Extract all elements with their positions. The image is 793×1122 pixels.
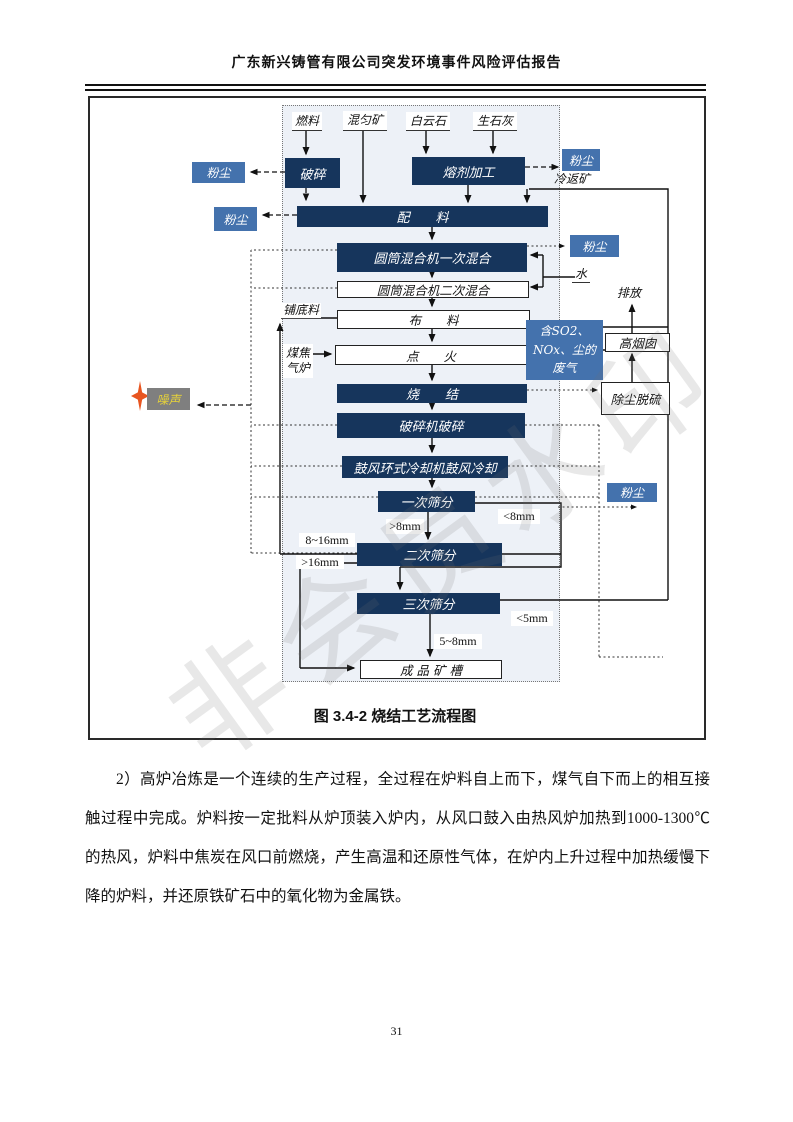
dust-box-right-screening: 粉尘 bbox=[607, 483, 657, 502]
input-dolomite: 白云石 bbox=[406, 112, 450, 131]
process-cooling: 鼓风环式冷却机鼓风冷却 bbox=[342, 456, 508, 478]
process-crush: 破碎 bbox=[285, 158, 340, 188]
cold-return-label: 冷返矿 bbox=[553, 172, 590, 186]
header-divider bbox=[85, 84, 706, 91]
process-screen1: 一次筛分 bbox=[378, 491, 475, 512]
dust-box-right-top: 粉尘 bbox=[562, 149, 600, 171]
process-crusher: 破碎机破碎 bbox=[337, 413, 525, 438]
process-distribute: 布 料 bbox=[337, 310, 530, 329]
process-screen3: 三次筛分 bbox=[357, 593, 500, 614]
process-screen2: 二次筛分 bbox=[357, 543, 502, 566]
body-paragraph: 2）高炉冶炼是一个连续的生产过程，全过程在炉料自上而下，煤气自下而上的相互接触过… bbox=[85, 771, 710, 905]
input-quicklime: 生石灰 bbox=[473, 112, 517, 131]
process-mix1: 圆筒混合机一次混合 bbox=[337, 243, 527, 272]
water-label: 水 bbox=[572, 266, 590, 283]
lt5mm-label: <5mm bbox=[511, 611, 553, 626]
lt8mm-label: <8mm bbox=[498, 509, 540, 524]
noise-box: 噪声 bbox=[147, 388, 190, 410]
hearth-layer-label: 铺底料 bbox=[281, 303, 321, 318]
process-batching: 配 料 bbox=[297, 206, 548, 227]
stack-box: 高烟囱 bbox=[605, 333, 670, 352]
dust-box-left-batching: 粉尘 bbox=[214, 207, 257, 231]
input-fuel: 燃料 bbox=[292, 112, 322, 131]
r5-8mm-label: 5~8mm bbox=[434, 634, 482, 649]
r8-16mm-label: 8~16mm bbox=[299, 533, 355, 547]
waste-gas-line1: 含SO2、 bbox=[539, 324, 590, 339]
input-blended-ore: 混匀矿 bbox=[343, 111, 387, 131]
process-mix2: 圆筒混合机二次混合 bbox=[337, 281, 529, 298]
dust-box-right-mixing: 粉尘 bbox=[570, 235, 619, 257]
gt8mm-label: >8mm bbox=[386, 519, 424, 534]
dust-box-left-top: 粉尘 bbox=[192, 162, 245, 183]
gt16mm-label: >16mm bbox=[296, 555, 344, 569]
desulfurization-box: 除尘脱硫 bbox=[601, 382, 670, 415]
page-number: 31 bbox=[390, 1024, 403, 1038]
figure-caption: 图 3.4-2 烧结工艺流程图 bbox=[313, 708, 477, 725]
process-sinter: 烧 结 bbox=[337, 384, 527, 403]
report-title: 广东新兴铸管有限公司突发环境事件风险评估报告 bbox=[231, 54, 562, 70]
process-flux: 熔剂加工 bbox=[412, 157, 525, 185]
discharge-label: 排放 bbox=[616, 286, 641, 300]
waste-gas-box: 含SO2、 NOx、尘的 废气 bbox=[526, 320, 603, 380]
waste-gas-line3: 废气 bbox=[552, 361, 577, 376]
process-product-bin: 成 品 矿 槽 bbox=[360, 660, 502, 679]
process-ignite: 点 火 bbox=[335, 345, 527, 365]
gas-furnace-label: 煤焦 气炉 bbox=[283, 344, 313, 378]
waste-gas-line2: NOx、尘的 bbox=[532, 342, 597, 357]
